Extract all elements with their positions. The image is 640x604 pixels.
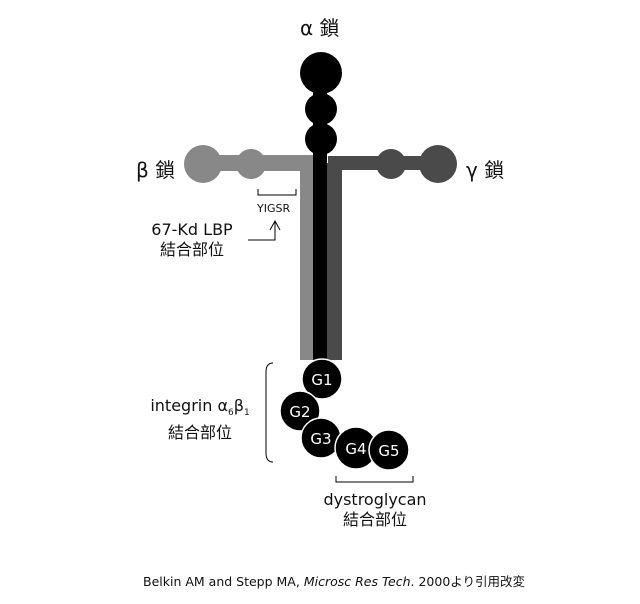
gamma-chain-label: γ 鎖 [466, 158, 505, 182]
citation: Belkin AM and Stepp MA, Microsc Res Tech… [143, 571, 525, 590]
integrin-label-line1: integrin α6β1 [138, 396, 262, 423]
g2-label: G2 [289, 403, 310, 421]
lbp-pointer-line [248, 222, 276, 241]
g5-label: G5 [378, 442, 399, 460]
citation-journal: Microsc Res Tech [303, 574, 411, 589]
alpha-chain: G1 G2 G3 G4 G5 [279, 52, 410, 471]
integrin-binding-site-label: integrin α6β1 結合部位 [138, 396, 262, 443]
g4-label: G4 [345, 440, 366, 458]
gamma-chain-domain-inner [376, 149, 406, 179]
g-domains: G1 G2 G3 G4 G5 [279, 358, 410, 471]
gamma-chain-domain-outer [419, 145, 457, 183]
integrin-beta: β [233, 396, 244, 415]
gamma-chain-rod [326, 163, 342, 360]
beta-chain-label: β 鎖 [136, 158, 176, 182]
alpha-chain-domain-lower [305, 123, 337, 155]
beta-chain-domain-inner [236, 149, 266, 179]
g1-domain [301, 358, 343, 400]
integrin-alpha-subscript: 6 [227, 408, 234, 419]
lbp-binding-site-label: 67-Kd LBP 結合部位 [140, 220, 244, 260]
integrin-bracket [265, 362, 274, 463]
g3-label: G3 [310, 430, 331, 448]
citation-rest: . 2000より引用改変 [410, 574, 526, 589]
alpha-chain-domain-top [300, 52, 342, 94]
integrin-label-line2: 結合部位 [167, 423, 232, 443]
beta-chain-rod [300, 163, 316, 360]
dystroglycan-bracket [335, 476, 414, 483]
lbp-label-line2: 結合部位 [159, 240, 224, 259]
yigsr-bracket [257, 189, 297, 196]
lbp-label-line1: 67-Kd LBP [151, 220, 233, 239]
dystroglycan-label-line2: 結合部位 [342, 510, 407, 529]
beta-chain-domain-outer [184, 145, 222, 183]
g1-label: G1 [311, 371, 332, 389]
integrin-beta-subscript: 1 [243, 408, 250, 419]
dystroglycan-label-line1: dystroglycan [323, 490, 427, 509]
integrin-alpha: integrin α [150, 396, 228, 415]
alpha-chain-label: α 鎖 [300, 16, 340, 40]
alpha-chain-domain-middle [305, 93, 337, 125]
citation-authors: Belkin AM and Stepp MA, [143, 574, 304, 589]
lbp-arrowhead [269, 219, 281, 231]
gamma-chain [326, 145, 457, 360]
g5-domain [368, 429, 410, 471]
yigsr-label: YIGSR [257, 202, 291, 215]
dystroglycan-binding-site-label: dystroglycan 結合部位 [310, 490, 440, 530]
